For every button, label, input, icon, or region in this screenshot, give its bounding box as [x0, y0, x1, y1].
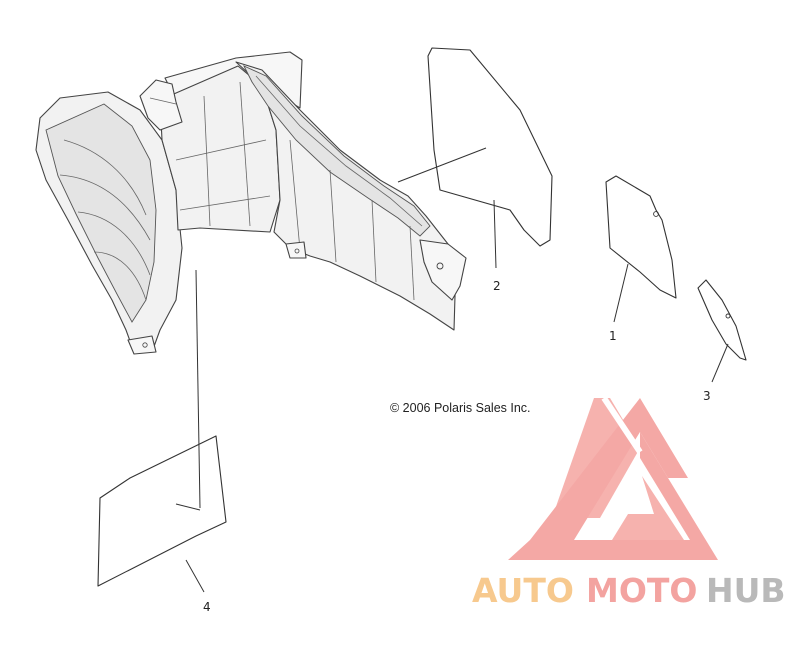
wordmark-hub: HUB [706, 571, 786, 610]
wordmark-moto: MOTO [586, 571, 697, 610]
wordmark-auto: AUTO [472, 571, 574, 610]
copyright-notice: © 2006 Polaris Sales Inc. [390, 401, 531, 415]
part-2-sheet [397, 47, 553, 269]
callout-3: 3 [703, 389, 711, 403]
automotohub-logo-mark [508, 396, 718, 560]
part-4-sheet [97, 269, 227, 593]
automotohub-wordmark: AUTO MOTO HUB [472, 571, 786, 610]
callout-4: 4 [203, 600, 211, 614]
callout-1: 1 [609, 329, 617, 343]
part-3-sheet [697, 279, 747, 383]
callout-2: 2 [493, 279, 501, 293]
part-1-sheet [605, 175, 677, 323]
side-panel-assembly [35, 51, 467, 355]
